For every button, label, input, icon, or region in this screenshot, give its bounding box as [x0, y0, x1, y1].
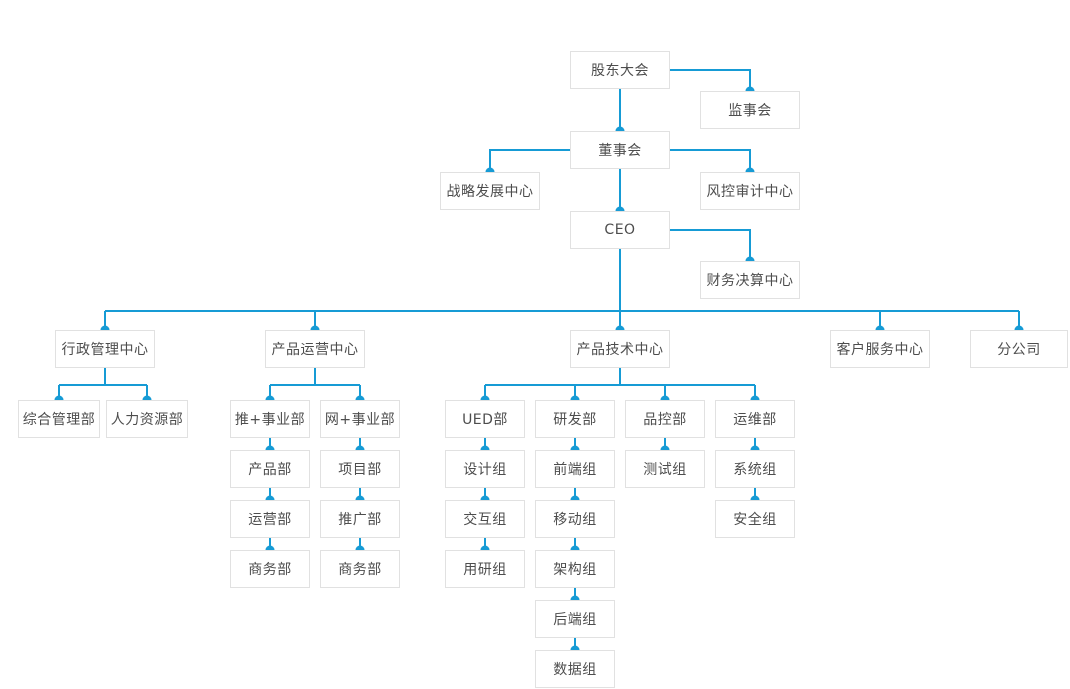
node-product-ops-center[interactable]: 产品运营中心 — [265, 330, 365, 368]
node-ceo[interactable]: CEO — [570, 211, 670, 249]
node-board[interactable]: 董事会 — [570, 131, 670, 169]
node-finance-center[interactable]: 财务决算中心 — [700, 261, 800, 299]
node-operations-dept[interactable]: 运营部 — [230, 500, 310, 538]
node-design-team[interactable]: 设计组 — [445, 450, 525, 488]
node-shareholders[interactable]: 股东大会 — [570, 51, 670, 89]
node-risk-audit-center[interactable]: 风控审计中心 — [700, 172, 800, 210]
node-tui-division[interactable]: 推+事业部 — [230, 400, 310, 438]
node-hr-dept[interactable]: 人力资源部 — [106, 400, 188, 438]
node-architecture-team[interactable]: 架构组 — [535, 550, 615, 588]
node-interaction-team[interactable]: 交互组 — [445, 500, 525, 538]
node-promotion-dept[interactable]: 推广部 — [320, 500, 400, 538]
node-ops-dept[interactable]: 运维部 — [715, 400, 795, 438]
node-frontend-team[interactable]: 前端组 — [535, 450, 615, 488]
node-data-team[interactable]: 数据组 — [535, 650, 615, 688]
node-customer-service-center[interactable]: 客户服务中心 — [830, 330, 930, 368]
node-testing-team[interactable]: 测试组 — [625, 450, 705, 488]
node-qc-dept[interactable]: 品控部 — [625, 400, 705, 438]
node-admin-center[interactable]: 行政管理中心 — [55, 330, 155, 368]
node-wang-division[interactable]: 网+事业部 — [320, 400, 400, 438]
node-ued-dept[interactable]: UED部 — [445, 400, 525, 438]
node-general-mgmt-dept[interactable]: 综合管理部 — [18, 400, 100, 438]
node-product-tech-center[interactable]: 产品技术中心 — [570, 330, 670, 368]
node-mobile-team[interactable]: 移动组 — [535, 500, 615, 538]
node-project-dept[interactable]: 项目部 — [320, 450, 400, 488]
node-supervisory-board[interactable]: 监事会 — [700, 91, 800, 129]
node-business-dept-wang[interactable]: 商务部 — [320, 550, 400, 588]
node-backend-team[interactable]: 后端组 — [535, 600, 615, 638]
node-product-dept[interactable]: 产品部 — [230, 450, 310, 488]
node-business-dept-tui[interactable]: 商务部 — [230, 550, 310, 588]
node-user-research-team[interactable]: 用研组 — [445, 550, 525, 588]
node-rd-dept[interactable]: 研发部 — [535, 400, 615, 438]
node-security-team[interactable]: 安全组 — [715, 500, 795, 538]
node-system-team[interactable]: 系统组 — [715, 450, 795, 488]
node-strategy-center[interactable]: 战略发展中心 — [440, 172, 540, 210]
node-branch-company[interactable]: 分公司 — [970, 330, 1068, 368]
